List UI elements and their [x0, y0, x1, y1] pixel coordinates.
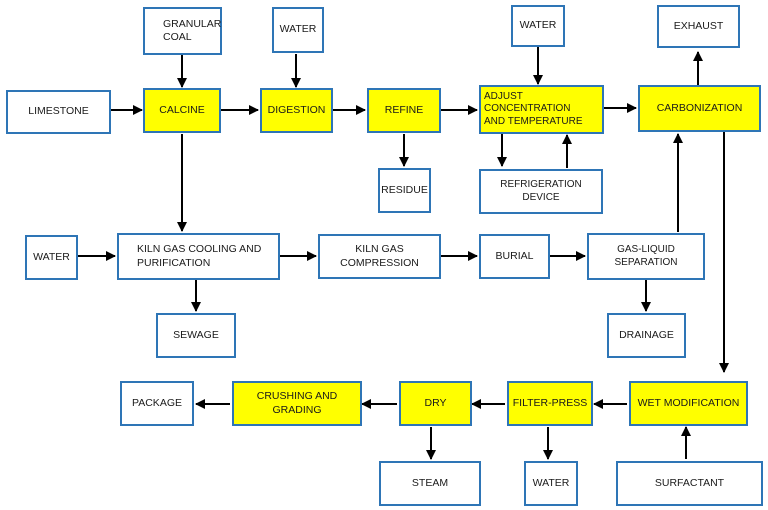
node-crushing-grading: CRUSHING AND GRADING: [232, 381, 362, 426]
node-adjust-concentration: ADJUST CONCENTRATION AND TEMPERATURE: [479, 85, 604, 134]
node-limestone: LIMESTONE: [6, 90, 111, 134]
node-carbonization: CARBONIZATION: [638, 85, 761, 132]
node-package: PACKAGE: [120, 381, 194, 426]
node-wet-modification: WET MODIFICATION: [629, 381, 748, 426]
node-granular-coal: GRANULAR COAL: [143, 7, 222, 55]
node-steam: STEAM: [379, 461, 481, 506]
node-surfactant: SURFACTANT: [616, 461, 763, 506]
node-digestion: DIGESTION: [260, 88, 333, 133]
node-refine: REFINE: [367, 88, 441, 133]
node-exhaust: EXHAUST: [657, 5, 740, 48]
node-water-top-2: WATER: [511, 5, 565, 47]
node-gas-liquid-separation: GAS-LIQUID SEPARATION: [587, 233, 705, 280]
node-calcine: CALCINE: [143, 88, 221, 133]
node-burial: BURIAL: [479, 234, 550, 279]
node-kiln-gas-cooling: KILN GAS COOLING AND PURIFICATION: [117, 233, 280, 280]
node-dry: DRY: [399, 381, 472, 426]
node-residue: RESIDUE: [378, 168, 431, 213]
node-filter-press: FILTER-PRESS: [507, 381, 593, 426]
node-water-top-1: WATER: [272, 7, 324, 53]
node-kiln-gas-compression: KILN GAS COMPRESSION: [318, 234, 441, 279]
node-water-mid: WATER: [25, 235, 78, 280]
node-sewage: SEWAGE: [156, 313, 236, 358]
node-drainage: DRAINAGE: [607, 313, 686, 358]
node-water-bottom: WATER: [524, 461, 578, 506]
node-refrigeration-device: REFRIGERATION DEVICE: [479, 169, 603, 214]
